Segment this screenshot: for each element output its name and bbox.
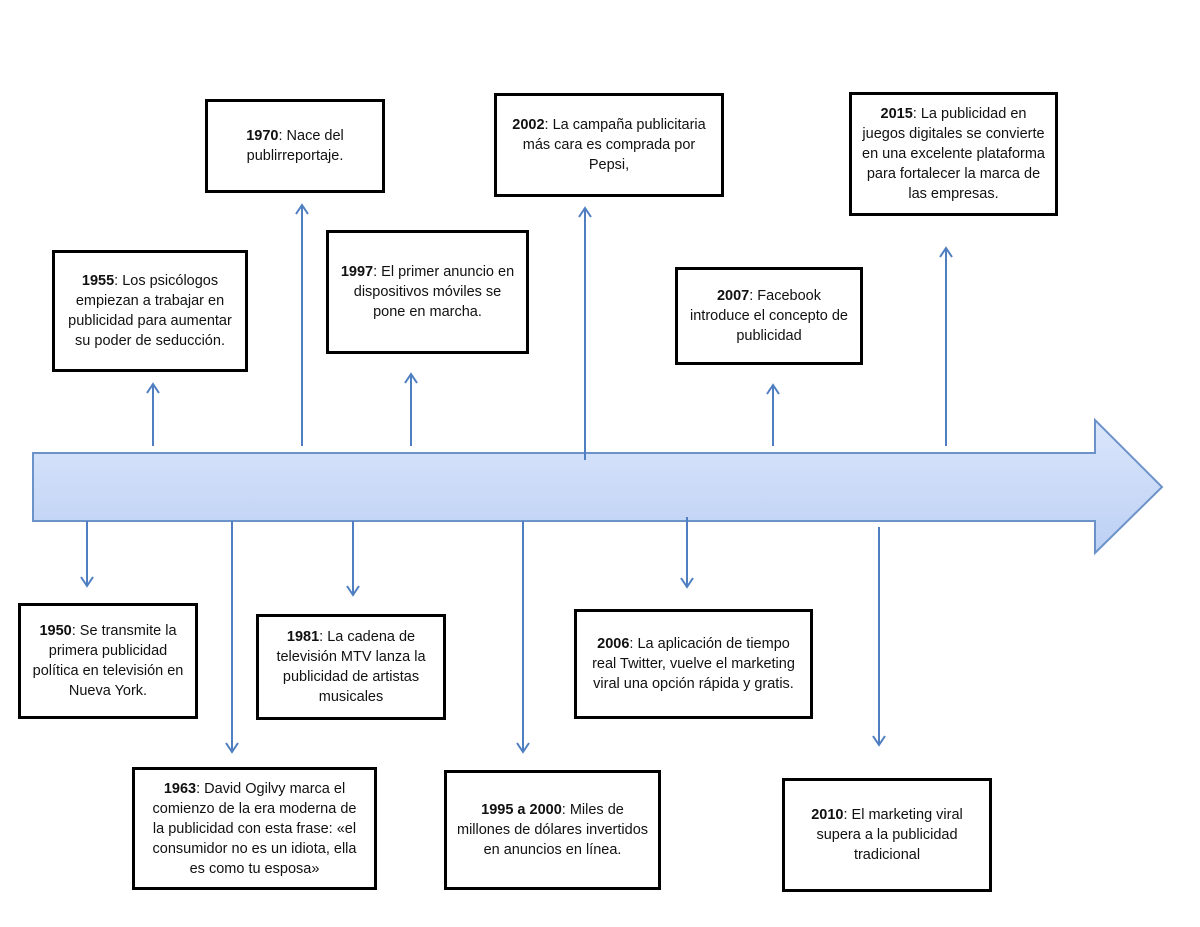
event-box-1955: 1955: Los psicólogos empiezan a trabajar… bbox=[52, 250, 248, 372]
event-text: 1981: La cadena de televisión MTV lanza … bbox=[269, 627, 433, 707]
event-box-1981: 1981: La cadena de televisión MTV lanza … bbox=[256, 614, 446, 720]
arrowhead-icon bbox=[680, 577, 694, 589]
event-year: 1995 a 2000 bbox=[481, 802, 562, 818]
connector-2007 bbox=[766, 383, 780, 446]
event-text: 2010: El marketing viral supera a la pub… bbox=[795, 805, 979, 865]
event-box-1970: 1970: Nace del publirreportaje. bbox=[205, 99, 385, 193]
arrowhead-icon bbox=[295, 203, 309, 215]
event-text: 1997: El primer anuncio en dispositivos … bbox=[339, 262, 516, 322]
event-year: 2002 bbox=[512, 117, 545, 133]
event-description: : Se transmite la primera publicidad pol… bbox=[32, 623, 184, 699]
arrowhead-icon bbox=[80, 576, 94, 588]
connector-2006 bbox=[680, 517, 694, 589]
timeline-arrow bbox=[32, 417, 1164, 556]
event-year: 1950 bbox=[39, 623, 72, 639]
arrowhead-icon bbox=[872, 735, 886, 747]
connector-2010 bbox=[872, 527, 886, 747]
arrowhead-icon bbox=[578, 206, 592, 218]
arrowhead-icon bbox=[404, 372, 418, 384]
arrowhead-icon bbox=[766, 383, 780, 395]
event-year: 2007 bbox=[716, 288, 750, 304]
event-description: : Nace del publirreportaje. bbox=[246, 128, 344, 164]
event-year: 1955 bbox=[81, 273, 115, 289]
event-box-1995-2000: 1995 a 2000: Miles de millones de dólare… bbox=[444, 770, 661, 890]
event-text: 2007: Facebook introduce el concepto de … bbox=[688, 286, 850, 346]
event-year: 1970 bbox=[246, 128, 279, 144]
event-text: 1970: Nace del publirreportaje. bbox=[218, 126, 372, 166]
event-box-2010: 2010: El marketing viral supera a la pub… bbox=[782, 778, 992, 892]
arrowhead-icon bbox=[939, 246, 953, 258]
connector-1963 bbox=[225, 521, 239, 754]
event-box-2002: 2002: La campaña publicitaria más cara e… bbox=[494, 93, 724, 197]
event-text: 1955: Los psicólogos empiezan a trabajar… bbox=[65, 271, 235, 351]
event-box-2006: 2006: La aplicación de tiempo real Twitt… bbox=[574, 609, 813, 719]
event-description: : Miles de millones de dólares invertido… bbox=[457, 802, 649, 858]
event-description: : El marketing viral supera a la publici… bbox=[816, 807, 963, 863]
event-text: 2015: La publicidad en juegos digitales … bbox=[862, 104, 1045, 204]
event-box-2015: 2015: La publicidad en juegos digitales … bbox=[849, 92, 1058, 216]
event-year: 2015 bbox=[880, 106, 913, 122]
event-text: 2006: La aplicación de tiempo real Twitt… bbox=[587, 634, 800, 694]
connector-2002 bbox=[578, 206, 592, 460]
event-box-1950: 1950: Se transmite la primera publicidad… bbox=[18, 603, 198, 719]
arrowhead-icon bbox=[146, 382, 160, 394]
connector-1950 bbox=[80, 521, 94, 588]
event-text: 2002: La campaña publicitaria más cara e… bbox=[507, 115, 711, 175]
event-year: 2010 bbox=[811, 807, 844, 823]
event-box-1963: 1963: David Ogilvy marca el comienzo de … bbox=[132, 767, 377, 890]
event-description: : La campaña publicitaria más cara es co… bbox=[522, 117, 706, 173]
event-year: 1981 bbox=[286, 629, 320, 645]
connector-1997 bbox=[404, 372, 418, 446]
event-description: : Los psicólogos empiezan a trabajar en … bbox=[68, 273, 232, 349]
event-year: 1963 bbox=[163, 780, 197, 797]
event-text: 1950: Se transmite la primera publicidad… bbox=[31, 621, 185, 701]
connector-1970 bbox=[295, 203, 309, 446]
event-year: 2006 bbox=[597, 636, 630, 652]
arrowhead-icon bbox=[225, 742, 239, 754]
event-description: : David Ogilvy marca el comienzo de la e… bbox=[152, 780, 357, 877]
event-description: : Facebook introduce el concepto de publ… bbox=[690, 288, 848, 344]
event-box-2007: 2007: Facebook introduce el concepto de … bbox=[675, 267, 863, 365]
event-description: : La publicidad en juegos digitales se c… bbox=[862, 106, 1045, 202]
arrowhead-icon bbox=[516, 742, 530, 754]
connector-1955 bbox=[146, 382, 160, 446]
event-description: : El primer anuncio en dispositivos móvi… bbox=[353, 264, 515, 320]
event-description: : La cadena de televisión MTV lanza la p… bbox=[276, 629, 426, 705]
event-text: 1995 a 2000: Miles de millones de dólare… bbox=[457, 800, 648, 860]
connector-1981 bbox=[346, 521, 360, 597]
arrowhead-icon bbox=[346, 585, 360, 597]
event-description: : La aplicación de tiempo real Twitter, … bbox=[592, 636, 795, 692]
event-year: 1997 bbox=[340, 264, 374, 280]
connector-2015 bbox=[939, 246, 953, 446]
event-box-1997: 1997: El primer anuncio en dispositivos … bbox=[326, 230, 529, 354]
event-text: 1963: David Ogilvy marca el comienzo de … bbox=[145, 779, 364, 879]
connector-1995-2000 bbox=[516, 521, 530, 754]
connectors-group bbox=[80, 203, 953, 754]
